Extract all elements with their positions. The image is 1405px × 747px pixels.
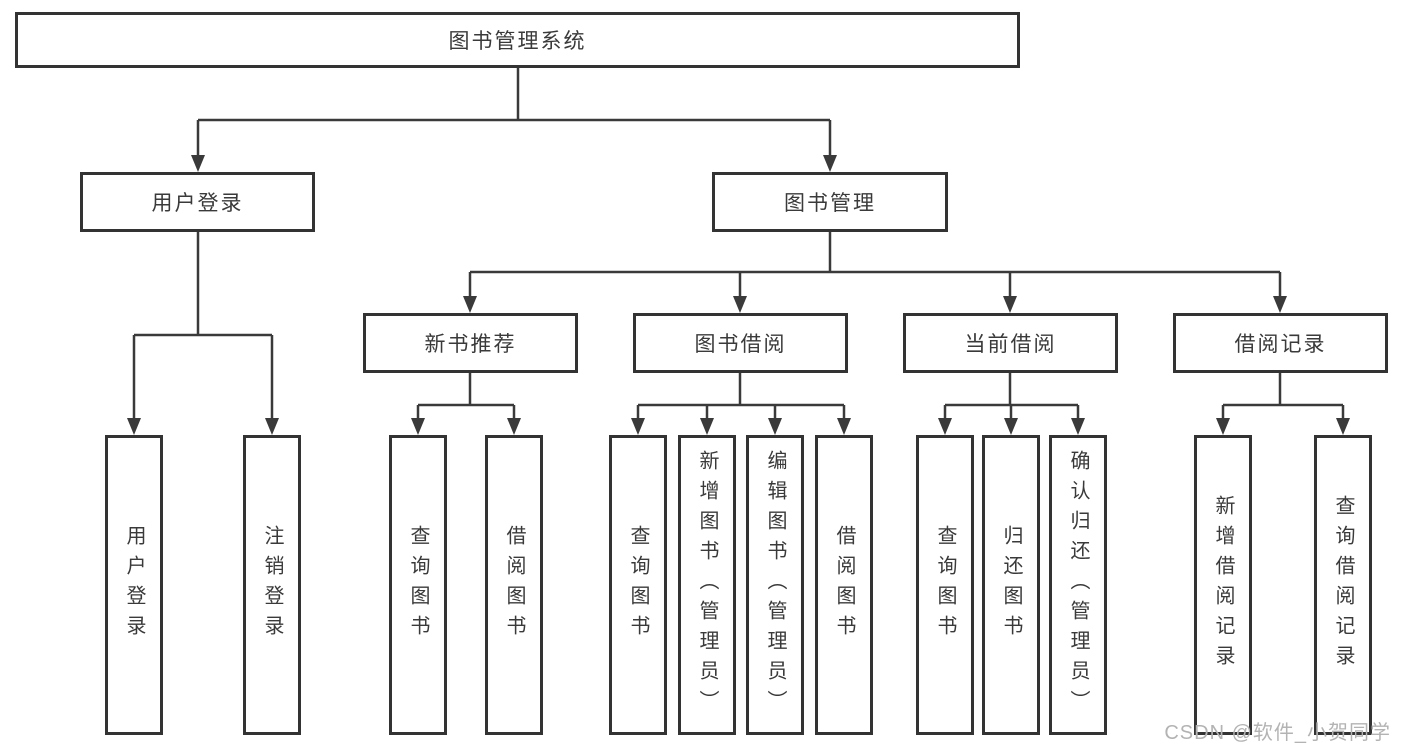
leaf-logout-login-label: 注销登录 [261, 525, 283, 645]
leaf-add-borrow-record-label: 新增借阅记录 [1212, 495, 1234, 675]
leaf-return-book-label: 归还图书 [1000, 525, 1022, 645]
node-new-book-recommend: 新书推荐 [363, 313, 578, 373]
leaf-borrow-books-recommend: 借阅图书 [485, 435, 543, 735]
leaf-user-login-label: 用户登录 [123, 525, 145, 645]
node-book-management-label: 图书管理 [784, 192, 876, 215]
leaf-borrow-books-recommend-label: 借阅图书 [503, 525, 525, 645]
leaf-query-borrow-record-label: 查询借阅记录 [1332, 495, 1354, 675]
node-root: 图书管理系统 [15, 12, 1020, 68]
leaf-query-books-borrowing-label: 查询图书 [627, 525, 649, 645]
leaf-confirm-return-admin-label: 确认归还（管理员） [1067, 450, 1089, 720]
node-new-book-recommend-label: 新书推荐 [424, 333, 517, 356]
leaf-add-borrow-record: 新增借阅记录 [1194, 435, 1252, 735]
leaf-user-login: 用户登录 [105, 435, 163, 735]
leaf-edit-book-admin-label: 编辑图书（管理员） [764, 450, 786, 720]
csdn-watermark: CSDN @软件_小贺同学 [1164, 722, 1391, 744]
leaf-confirm-return-admin: 确认归还（管理员） [1049, 435, 1107, 735]
leaf-borrow-books-borrowing-label: 借阅图书 [833, 525, 855, 645]
leaf-add-book-admin-label: 新增图书（管理员） [696, 450, 718, 720]
leaf-borrow-books-borrowing: 借阅图书 [815, 435, 873, 735]
node-root-label: 图书管理系统 [448, 30, 587, 53]
leaf-query-books-borrowing: 查询图书 [609, 435, 667, 735]
leaf-edit-book-admin: 编辑图书（管理员） [746, 435, 804, 735]
node-book-borrowing-label: 图书借阅 [694, 333, 787, 356]
leaf-return-book: 归还图书 [982, 435, 1040, 735]
node-borrowing-records-label: 借阅记录 [1234, 333, 1327, 356]
node-current-borrowing: 当前借阅 [903, 313, 1118, 373]
node-book-borrowing: 图书借阅 [633, 313, 848, 373]
node-borrowing-records: 借阅记录 [1173, 313, 1388, 373]
leaf-logout-login: 注销登录 [243, 435, 301, 735]
leaf-query-books-current: 查询图书 [916, 435, 974, 735]
node-book-management: 图书管理 [712, 172, 948, 232]
node-user-login-label: 用户登录 [151, 192, 244, 215]
node-current-borrowing-label: 当前借阅 [964, 333, 1057, 356]
leaf-query-borrow-record: 查询借阅记录 [1314, 435, 1372, 735]
leaf-query-books-recommend-label: 查询图书 [407, 525, 429, 645]
node-user-login: 用户登录 [80, 172, 315, 232]
leaf-add-book-admin: 新增图书（管理员） [678, 435, 736, 735]
leaf-query-books-recommend: 查询图书 [389, 435, 447, 735]
leaf-query-books-current-label: 查询图书 [934, 525, 956, 645]
